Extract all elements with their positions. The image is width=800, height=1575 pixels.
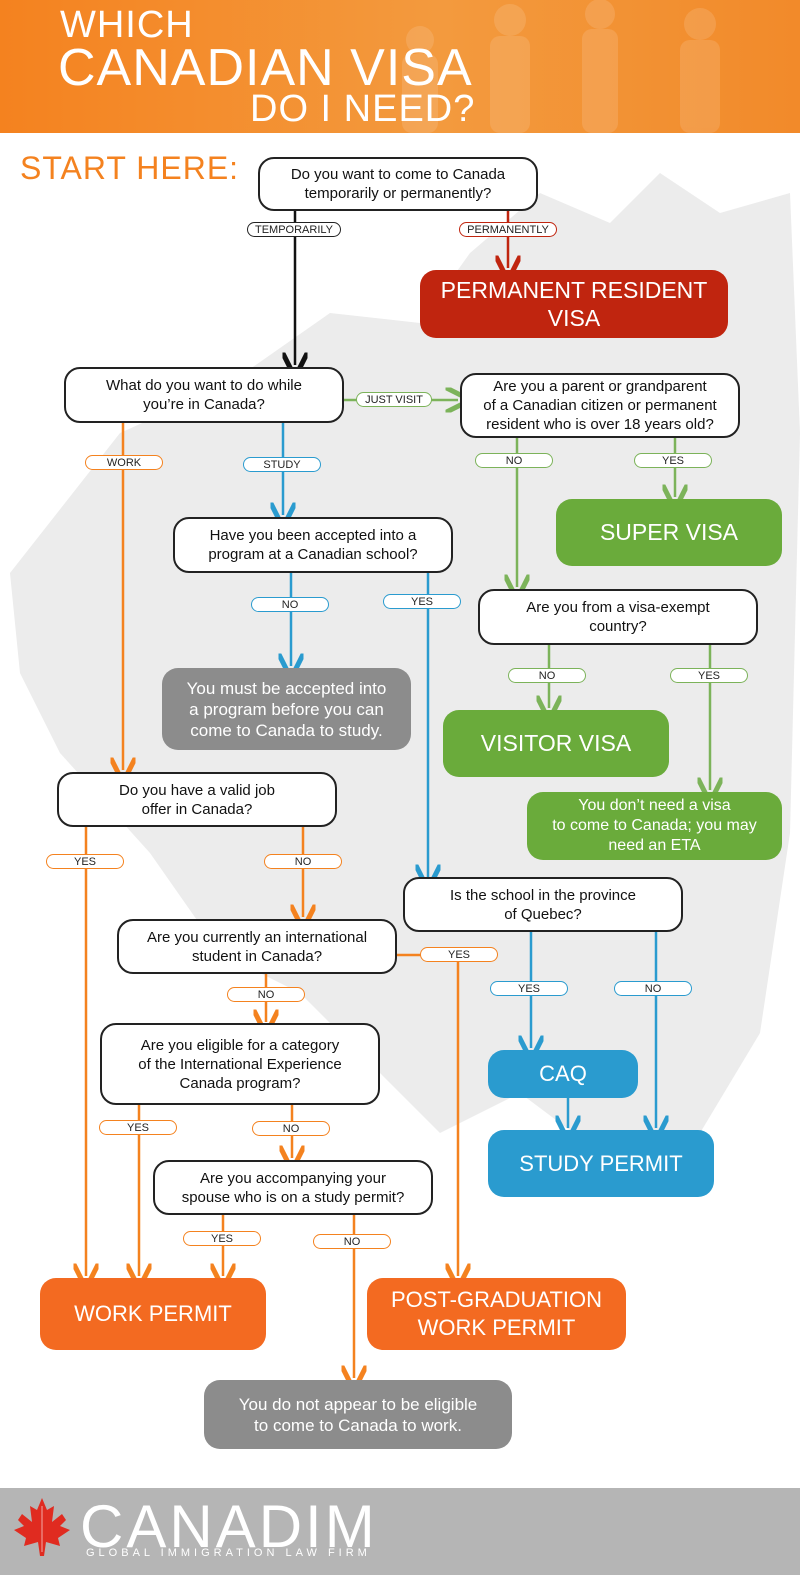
label-permanently: PERMANENTLY xyxy=(459,222,557,237)
result-caq: CAQ xyxy=(488,1050,638,1098)
q9-line: Are you eligible for a category xyxy=(140,1036,340,1054)
result-no-visa-needed: You don’t need a visa to come to Canada; … xyxy=(527,792,782,860)
arrow-student-yes xyxy=(396,953,458,1276)
result-super-visa: SUPER VISA xyxy=(556,499,782,566)
label-student-no: NO xyxy=(227,987,305,1002)
brand-logo-text: CANADIM xyxy=(80,1493,378,1560)
q10-line: spouse who is on a study permit? xyxy=(181,1188,405,1206)
q9-line: of the International Experience xyxy=(138,1055,342,1073)
q2-line: you’re in Canada? xyxy=(143,396,265,413)
label-temporarily: TEMPORARILY xyxy=(247,222,341,237)
label-spouse-no: NO xyxy=(313,1234,391,1249)
q4-line: program at a Canadian school? xyxy=(208,546,418,563)
label-iec-yes: YES xyxy=(99,1120,177,1135)
label-quebec-no: NO xyxy=(614,981,692,996)
result-work-permit: WORK PERMIT xyxy=(40,1278,266,1350)
title-line-1: WHICH xyxy=(60,4,194,46)
q7-line: Is the school in the province xyxy=(450,886,636,904)
question-temporary-or-permanent: Do you want to come to Canada temporarily… xyxy=(258,157,538,211)
noteligible-line: to come to Canada to work. xyxy=(254,1415,462,1435)
people-silhouettes xyxy=(402,0,720,133)
q8-line: Are you currently an international xyxy=(146,928,368,946)
brand-tagline: GLOBAL IMMIGRATION LAW FIRM xyxy=(86,1547,371,1559)
result-post-graduation-work-permit: POST-GRADUATION WORK PERMIT xyxy=(367,1278,626,1350)
result-study-permit: STUDY PERMIT xyxy=(488,1130,714,1197)
question-visa-exempt: Are you from a visa-exempt country? xyxy=(478,589,758,645)
label-spouse-yes: YES xyxy=(183,1231,261,1246)
header-banner: WHICH CANADIAN VISA DO I NEED? xyxy=(0,0,800,133)
q1-line: Do you want to come to Canada xyxy=(290,166,506,183)
label-exempt-yes: YES xyxy=(670,668,748,683)
q8-line: student in Canada? xyxy=(191,947,323,965)
label-quebec-yes: YES xyxy=(490,981,568,996)
novisa-line: to come to Canada; you may xyxy=(552,817,757,834)
q10-line: Are you accompanying your xyxy=(200,1169,386,1187)
q6-line: offer in Canada? xyxy=(141,800,253,818)
pr-line: PERMANENT RESIDENT xyxy=(440,277,708,303)
label-work: WORK xyxy=(85,455,163,470)
q6-line: Do you have a valid job xyxy=(119,781,275,799)
q1-line: temporarily or permanently? xyxy=(304,185,492,202)
label-job-no: NO xyxy=(264,854,342,869)
label-iec-no: NO xyxy=(252,1121,330,1136)
label-job-yes: YES xyxy=(46,854,124,869)
q3-line: Are you a parent or grandparent xyxy=(493,378,707,395)
question-accepted-program: Have you been accepted into a program at … xyxy=(173,517,453,573)
question-parent-grandparent: Are you a parent or grandparent of a Cana… xyxy=(460,373,740,438)
q3-line: of a Canadian citizen or permanent xyxy=(483,397,717,414)
footer-bar xyxy=(0,1488,800,1575)
accepted-line: come to Canada to study. xyxy=(190,720,383,740)
label-just-visit: JUST VISIT xyxy=(356,392,432,407)
q5-line: country? xyxy=(589,618,647,635)
pgwp-line: WORK PERMIT xyxy=(417,1315,576,1340)
label-accepted-no: NO xyxy=(251,597,329,612)
novisa-line: You don’t need a visa xyxy=(578,797,731,814)
q9-line: Canada program? xyxy=(179,1074,301,1092)
novisa-line: need an ETA xyxy=(608,837,701,854)
q5-line: Are you from a visa-exempt xyxy=(526,599,710,616)
question-purpose: What do you want to do while you’re in Ca… xyxy=(64,367,344,423)
q3-line: resident who is over 18 years old? xyxy=(486,416,714,433)
title-line-3: DO I NEED? xyxy=(250,88,476,130)
pr-line: VISA xyxy=(547,305,601,331)
accepted-line: You must be accepted into xyxy=(186,678,387,698)
q4-line: Have you been accepted into a xyxy=(209,527,417,544)
label-accepted-yes: YES xyxy=(383,594,461,609)
label-parent-yes: YES xyxy=(634,453,712,468)
q2-line: What do you want to do while xyxy=(106,377,302,394)
title-line-2: CANADIAN VISA xyxy=(58,39,473,97)
maple-leaf-icon xyxy=(14,1498,70,1556)
label-exempt-no: NO xyxy=(508,668,586,683)
start-here-label: START HERE: xyxy=(20,150,240,186)
label-study: STUDY xyxy=(243,457,321,472)
accepted-line: a program before you can xyxy=(189,699,384,719)
label-parent-no: NO xyxy=(475,453,553,468)
pgwp-line: POST-GRADUATION xyxy=(390,1287,603,1312)
q7-line: of Quebec? xyxy=(504,905,582,923)
label-student-yes: YES xyxy=(420,947,498,962)
result-visitor-visa: VISITOR VISA xyxy=(443,710,669,777)
noteligible-line: You do not appear to be eligible xyxy=(238,1394,478,1414)
